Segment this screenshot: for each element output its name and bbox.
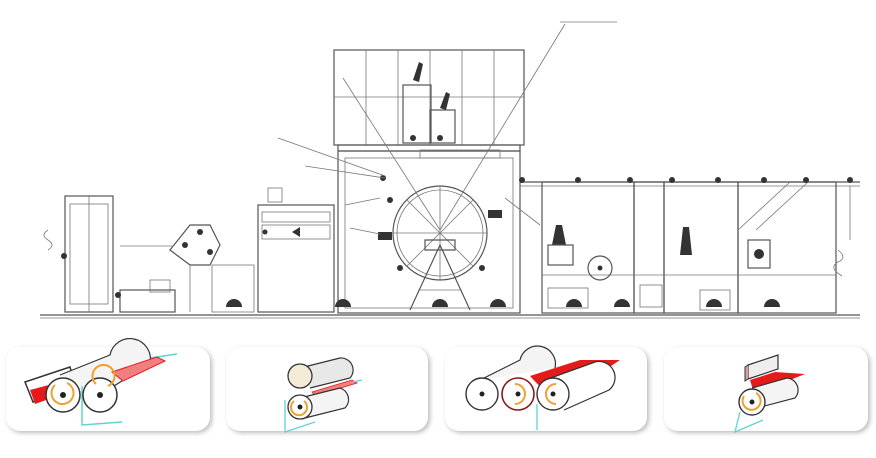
panel-gravure <box>226 347 428 433</box>
splicer-unit <box>119 224 255 313</box>
drying-drum <box>378 175 502 311</box>
machine-elevation <box>40 21 860 319</box>
panel-knife-over-roll <box>6 338 210 431</box>
callout-lines <box>120 21 617 247</box>
knife-over-roll-coating-icon <box>24 338 178 426</box>
oven-and-conveyor <box>520 181 860 314</box>
panel-slot-die <box>664 347 868 434</box>
gravure-coating-icon <box>284 357 363 433</box>
slot-die-coating-icon <box>734 354 805 434</box>
three-roll-reverse-coating-icon <box>465 345 620 430</box>
idler-rollers <box>115 177 853 307</box>
upper-frame <box>333 49 525 314</box>
coating-station <box>226 187 335 313</box>
unwinder-frame <box>43 195 114 313</box>
panel-reverse-roll <box>445 345 647 431</box>
